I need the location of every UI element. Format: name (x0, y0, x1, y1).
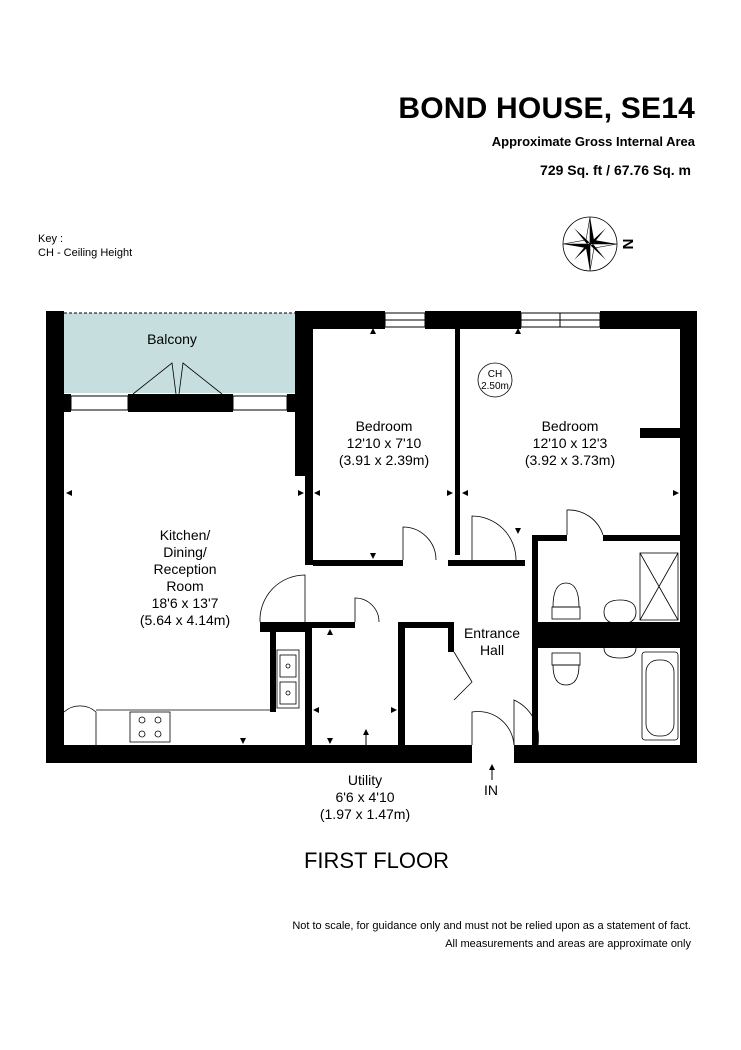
kitchen-label: Kitchen/ Dining/ Reception Room 18'6 x 1… (115, 527, 255, 629)
kitchen-line4: Room (166, 578, 204, 594)
entrance-label: IN (484, 782, 498, 798)
area-value: 729 Sq. ft / 67.76 Sq. m (540, 162, 691, 178)
hall-line1: Entrance (463, 625, 521, 641)
bathroom-fittings (551, 552, 679, 741)
property-title: BOND HOUSE, SE14 (398, 92, 695, 125)
key-entry: CH - Ceiling Height (38, 247, 133, 259)
interior-walls (260, 327, 680, 745)
bedroom2-metric: (3.92 x 3.73m) (524, 452, 616, 468)
compass-north-label: N (619, 239, 636, 250)
exterior-walls (46, 311, 697, 763)
bedroom2-name: Bedroom (541, 418, 599, 434)
door-swings (63, 509, 604, 746)
kitchen-fittings (96, 649, 300, 743)
kitchen-line3: Reception (153, 561, 217, 577)
disclaimer-line1: Not to scale, for guidance only and must… (292, 920, 691, 932)
balcony-label: Balcony (147, 331, 197, 347)
disclaimer-line2: All measurements and areas are approxima… (445, 938, 691, 950)
balcony-area (64, 313, 295, 393)
kitchen-line1: Kitchen/ (159, 527, 211, 543)
area-subtitle: Approximate Gross Internal Area (491, 134, 695, 149)
measurement-markers (66, 328, 679, 770)
hall-line2: Hall (479, 642, 505, 658)
balcony-doors (132, 362, 223, 395)
bedroom2-imperial: 12'10 x 12'3 (532, 435, 608, 451)
utility-metric: (1.97 x 1.47m) (319, 806, 411, 822)
utility-label: Utility 6'6 x 4'10 (1.97 x 1.47m) (300, 772, 430, 823)
key-heading: Key : (38, 233, 64, 245)
kitchen-metric: (5.64 x 4.14m) (139, 612, 231, 628)
ceiling-height-value: 2.50m (481, 381, 509, 392)
hall-label: Entrance Hall (452, 625, 532, 659)
windows (70, 312, 601, 411)
bedroom1-label: Bedroom 12'10 x 7'10 (3.91 x 2.39m) (313, 418, 455, 469)
ceiling-height-marker (477, 362, 513, 398)
utility-name: Utility (347, 772, 383, 788)
kitchen-line2: Dining/ (163, 544, 207, 560)
key-legend: Key : CH - Ceiling Height (38, 232, 132, 260)
floor-label: FIRST FLOOR (303, 848, 450, 873)
kitchen-imperial: 18'6 x 13'7 (151, 595, 219, 611)
ceiling-height-label: CH (488, 369, 502, 380)
bedroom2-label: Bedroom 12'10 x 12'3 (3.92 x 3.73m) (490, 418, 650, 469)
bedroom1-name: Bedroom (355, 418, 413, 434)
bedroom1-metric: (3.91 x 2.39m) (338, 452, 430, 468)
compass-icon: N (562, 216, 636, 272)
utility-imperial: 6'6 x 4'10 (335, 789, 395, 805)
bedroom1-imperial: 12'10 x 7'10 (346, 435, 422, 451)
